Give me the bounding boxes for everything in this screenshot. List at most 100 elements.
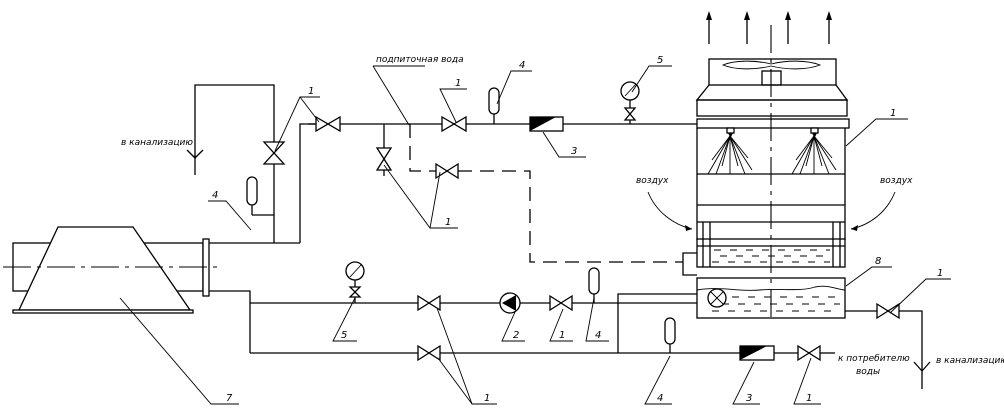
pipe-segment: [729, 135, 753, 171]
pipe-segment: [348, 286, 362, 293]
pressure-gauge-icon: [345, 261, 365, 303]
valve-icon[interactable]: [441, 115, 467, 133]
pump-icon: [499, 292, 521, 314]
valve-icon[interactable]: [417, 344, 441, 362]
valve-icon[interactable]: [797, 344, 821, 362]
makeup-water-label: подпиточная вода: [376, 55, 464, 65]
callout-number: 4: [519, 60, 525, 71]
pipe-segment: [496, 70, 532, 105]
pipe-segment: [332, 297, 357, 342]
pipe-segment: [186, 149, 196, 159]
pipe-segment: [549, 294, 563, 312]
pipe-segment: [262, 141, 286, 154]
pipe-segment: [409, 124, 436, 172]
pipe-segment: [729, 135, 746, 175]
pipe-segment: [441, 115, 456, 133]
pipe-segment: [549, 308, 573, 342]
pipe-segment: [623, 107, 637, 116]
pipe-segment: [899, 310, 923, 389]
pipe-segment: [194, 84, 275, 158]
float-valve-icon: [707, 288, 727, 308]
pipe-segment: [793, 357, 821, 405]
pipe-segment: [706, 11, 712, 20]
exhaust-arrows: [706, 11, 832, 44]
callout-number: 5: [657, 55, 663, 66]
callout-number: 4: [212, 190, 218, 201]
valve-icon[interactable]: [876, 302, 900, 320]
basin-water: [712, 249, 830, 263]
receiver-icon: [588, 267, 600, 295]
pipe-segment: [732, 361, 760, 405]
pipe-segment: [845, 118, 908, 147]
pipe-segment: [851, 225, 858, 231]
valve-icon[interactable]: [417, 294, 441, 312]
pipe-segment: [710, 291, 724, 305]
pipe-segment: [435, 162, 449, 180]
callout-number: 4: [657, 393, 663, 404]
pipe-segment: [436, 307, 497, 405]
callout-number: 1: [455, 78, 461, 89]
air-label-right: воздух: [880, 176, 913, 186]
pipe-segment: [696, 277, 846, 319]
receiver-icon: [488, 87, 500, 115]
pipe-segment: [119, 297, 239, 405]
pipe-segment: [299, 123, 316, 243]
callout-number: 5: [341, 330, 347, 341]
pressure-gauge-icon: [620, 81, 640, 124]
pipe-segment: [624, 83, 637, 97]
pipe-segment: [845, 266, 892, 287]
pipe-segment: [559, 294, 573, 312]
valve-icon[interactable]: [315, 115, 341, 133]
callout-number: 1: [890, 108, 896, 119]
pipe-segment: [262, 152, 286, 165]
distribution-header: [696, 118, 850, 129]
pipe-segment: [913, 361, 923, 372]
valve-icon[interactable]: [375, 147, 393, 171]
makeup-water-line: [308, 81, 697, 263]
pipe-segment: [315, 115, 330, 133]
pipe-segment: [617, 293, 697, 353]
flow-meter-icon: [529, 116, 564, 132]
callout-number: 7: [226, 393, 233, 404]
callout-number: 1: [484, 393, 490, 404]
pipe-segment: [12, 309, 194, 314]
pipe-segment: [372, 65, 410, 126]
heat-exchanger: [3, 226, 300, 353]
pipe-segment: [501, 311, 525, 342]
pipe-segment: [685, 225, 692, 231]
pipe-segment: [795, 135, 815, 161]
pipe-segment: [813, 135, 823, 167]
callout-number: 2: [513, 330, 519, 341]
receiver-icon: [664, 317, 676, 345]
pipe-segment: [721, 135, 731, 167]
pipe-segment: [530, 117, 556, 131]
spray-nozzle-left: [707, 127, 753, 175]
pipe-segment: [805, 135, 815, 167]
air-label-left: воздух: [636, 176, 669, 186]
sewer-label-left: в канализацию: [121, 138, 193, 148]
pipe-segment: [729, 135, 739, 167]
pipe-segment: [437, 357, 473, 405]
pipe-segment: [631, 65, 672, 93]
pipe-segment: [715, 135, 731, 175]
pipe-segment: [326, 115, 341, 133]
callout-number: 1: [806, 393, 812, 404]
callout-number: 1: [445, 217, 451, 228]
pipe-segment: [348, 291, 362, 298]
pipe-segment: [445, 162, 459, 180]
pipe-segment: [644, 355, 672, 405]
valve-icon[interactable]: [262, 141, 286, 165]
valve-icon[interactable]: [549, 294, 573, 312]
pipe-segment: [813, 135, 830, 175]
pipe-segment: [729, 135, 749, 159]
pipe-segment: [427, 294, 441, 312]
pipe-segment: [876, 302, 890, 320]
pipe-segment: [785, 11, 791, 20]
pipe-segment: [726, 127, 735, 134]
pipe-segment: [744, 11, 750, 20]
sewer-label-right: в канализацию: [936, 356, 1004, 366]
pipe-segment: [813, 135, 837, 171]
callout-number: 4: [595, 330, 601, 341]
collection-tank: [682, 252, 846, 319]
pipe-segment: [711, 135, 731, 161]
